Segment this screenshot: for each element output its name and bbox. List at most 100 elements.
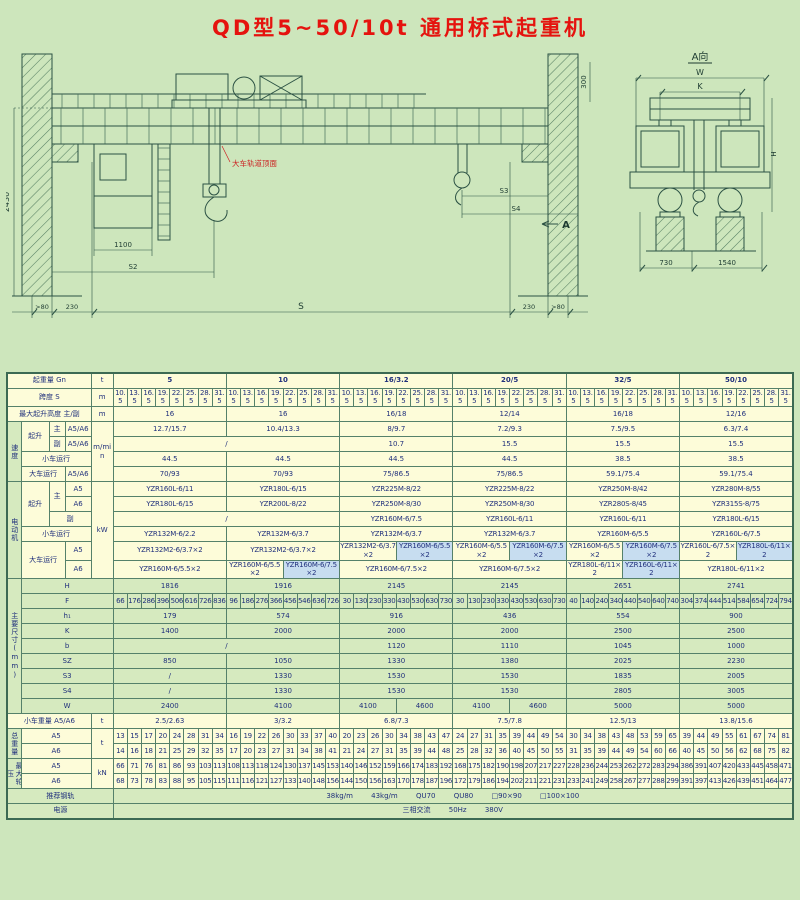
table-cell: t [90,372,114,389]
table-cell: 38 [310,743,327,759]
table-cell: 108 [225,758,242,774]
table-cell: 96 [225,593,242,609]
table-cell: 444 [707,593,723,609]
table-cell: 20/5 [452,372,567,389]
table-cell: 5 [112,372,227,389]
table-cell: 240 [594,593,610,609]
table-cell: kW [90,481,114,579]
table-cell: 28.5 [424,387,440,407]
table-cell: 27 [466,728,482,744]
table-cell: 59.1/75.4 [565,466,681,482]
table-cell: 32/5 [565,372,681,389]
table-cell: 20 [240,743,256,759]
table-cell: 50/10 [679,372,794,389]
table-cell: H [20,578,114,594]
dim-2430-label: 2430 [6,192,11,212]
table-cell: 10.5 [339,387,355,407]
table-cell: 458 [764,758,780,774]
table-cell: 616 [183,593,199,609]
table-cell: 156 [324,773,341,789]
table-cell: F [20,593,114,609]
table-cell: 2230 [679,653,794,669]
table-cell: 小车运行 [20,526,92,542]
table-cell: 30 [282,728,298,744]
dim-300-label: 300 [580,75,588,88]
front-dimensions [12,62,591,318]
table-cell: 推荐钢轨 [6,788,114,804]
table-cell: 35 [211,743,227,759]
table-cell: A6 [20,773,92,789]
table-cell: 12/16 [679,406,794,422]
table-cell: b [20,638,114,654]
table-cell: 88 [169,773,185,789]
table-cell: 15 [126,728,142,744]
table-cell: YZR180L-6/11×2 [679,559,794,579]
table-cell: 1330 [339,653,454,669]
table-cell: 48 [622,728,638,744]
table-cell: 10.5 [225,387,242,407]
table-cell: 26 [367,728,383,744]
table-cell: 233 [565,773,581,789]
table-cell: 44 [608,743,624,759]
table-cell: 70/93 [112,466,227,482]
table-cell: 主要尺寸(mm) [6,578,22,714]
table-cell: 211 [523,773,539,789]
table-cell: 40 [565,593,581,609]
table-cell: 32 [197,743,213,759]
end-view-labels: A向 W K 730 1540 H [659,50,778,267]
table-cell: 105 [197,773,213,789]
table-cell: 10 [225,372,341,389]
table-cell: 15.5 [452,436,567,452]
table-cell: 14 [112,743,128,759]
table-cell: 44 [693,728,709,744]
table-cell: 40 [509,743,525,759]
table-cell: YZR160L-6/7.5 [679,526,794,542]
table-cell: 1000 [679,638,794,654]
table-cell: 163 [381,773,397,789]
table-cell: 726 [324,593,341,609]
table-cell: 230 [480,593,496,609]
table-cell: 1530 [339,683,454,699]
crane-technical-drawing: 2430 1100 S2 >80 230 S 230 >80 S3 S4 300… [2,50,778,318]
section-arrow [541,220,558,228]
crane-wheel-left [657,187,683,213]
table-cell: 340 [608,593,624,609]
table-cell: 主 [48,421,66,437]
table-cell: 730 [551,593,567,609]
table-cell: 27 [367,743,383,759]
table-cell: 54 [636,743,652,759]
table-cell: 456 [282,593,298,609]
table-cell: YZR132M2-6/3.7×2 [112,541,227,561]
table-cell: 118 [254,758,270,774]
table-cell: 56 [721,743,737,759]
table-cell: 10.5 [565,387,581,407]
table-cell: W [20,698,114,714]
table-cell: 电源 [6,803,114,819]
table-cell: 174 [409,758,426,774]
dim-1100-label: 1100 [114,241,132,249]
table-cell: / [112,511,341,527]
table-cell: YZR160M-6/7.5×2 [452,559,567,579]
table-cell: 75 [764,743,780,759]
table-cell: 37 [310,728,327,744]
view-a-label: A向 [692,50,709,63]
table-cell: 172 [452,773,468,789]
table-cell: 194 [494,773,511,789]
table-cell: 29 [183,743,199,759]
table-cell: 391 [679,773,695,789]
table-cell: 小车运行 [20,451,92,467]
table-cell: 7.5/9.5 [565,421,681,437]
table-cell: t [90,728,114,759]
table-cell: 副 [48,436,66,452]
table-cell: 50 [537,743,553,759]
table-cell: 10.5 [452,387,468,407]
table-cell: YZR160M-6/7.5×2 [339,559,454,579]
table-cell: 286 [140,593,157,609]
table-cell: 724 [764,593,780,609]
table-cell: 31 [381,743,397,759]
table-cell: t [90,713,114,729]
table-cell: 4100 [339,698,397,714]
table-cell: 183 [424,758,440,774]
table-cell: 43 [608,728,624,744]
table-cell: 70/93 [225,466,341,482]
